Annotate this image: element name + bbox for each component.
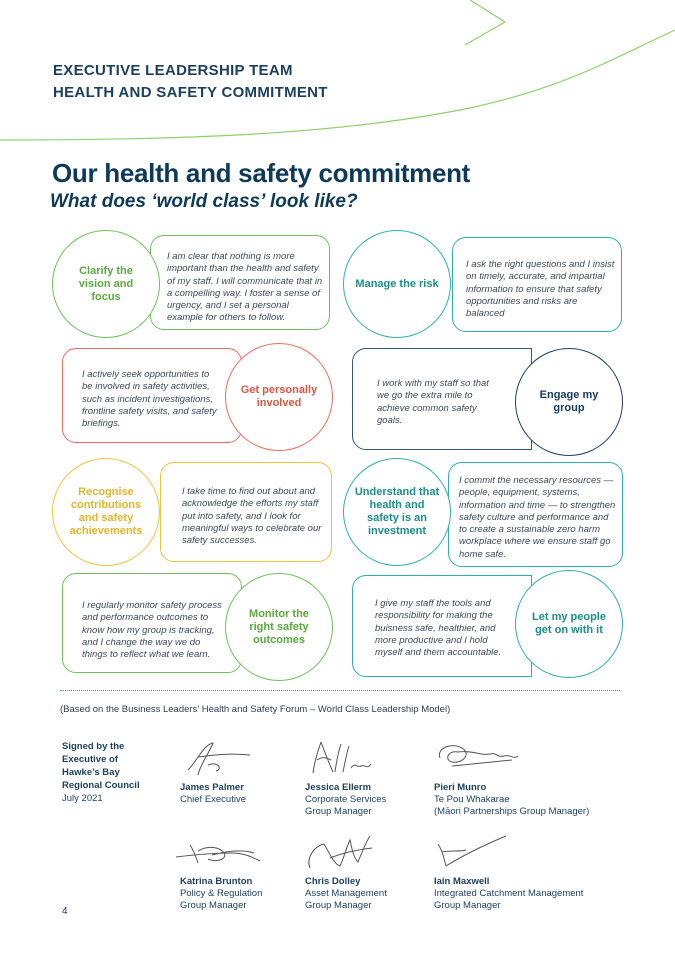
signature-jessica-ellerm	[312, 741, 372, 774]
signatory-jessica-ellerm: Jessica Ellerm Corporate Services Group …	[305, 782, 386, 818]
commitment-circle-involved: Get personally involved	[225, 343, 333, 451]
signatory-role: Te Pou Whakarae	[434, 794, 510, 805]
commitment-circle-monitor: Monitor the right safety outcomes	[225, 573, 333, 681]
signatory-katrina-brunton: Katrina Brunton Policy & Regulation Grou…	[180, 876, 262, 912]
commitment-circle-invest: Understand that health and safety is an …	[343, 458, 451, 566]
signed-line-2: Executive of	[62, 754, 118, 765]
signature-chris-dolley	[308, 835, 373, 869]
signed-by-block: Signed by the Executive of Hawke’s Bay R…	[62, 740, 140, 805]
signatory-role: Asset Management	[305, 888, 387, 899]
commitment-text-invest: I commit the necessary resources — peopl…	[459, 475, 616, 560]
header-line-2: HEALTH AND SAFETY COMMITMENT	[53, 84, 328, 101]
commitment-card-manage	[452, 237, 622, 332]
signed-line-4: Regional Council	[62, 780, 140, 791]
signed-line-1: Signed by the	[62, 741, 125, 752]
signatory-pieri-munro: Pieri Munro Te Pou Whakarae (Māori Partn…	[434, 782, 589, 818]
signatory-name: Jessica Ellerm	[305, 782, 372, 793]
commitment-card-engage	[352, 348, 532, 450]
signatory-role: Corporate Services	[305, 794, 387, 805]
signatory-role: Chief Executive	[180, 794, 247, 805]
signatory-name: Katrina Brunton	[180, 876, 253, 887]
commitment-text-clarify: I am clear that nothing is more importan…	[167, 251, 323, 324]
signatory-name: Pieri Munro	[434, 782, 487, 793]
commitment-card-involved	[62, 348, 242, 443]
commitment-card-empower	[352, 575, 532, 677]
signatory-iain-maxwell: Iain Maxwell Integrated Catchment Manage…	[434, 876, 583, 912]
commitment-card-recognise	[160, 462, 332, 562]
header-decoration	[0, 0, 675, 141]
commitment-text-empower: I give my staff the tools and responsibi…	[375, 598, 502, 659]
signatory-name: Chris Dolley	[305, 876, 361, 887]
commitment-circle-empower: Let my people get on with it	[515, 570, 623, 678]
header-line-1: EXECUTIVE LEADERSHIP TEAM	[53, 62, 293, 79]
signatory-role-2: Group Manager	[434, 900, 501, 911]
commitment-text-involved: I actively seek opportunities to be invo…	[82, 369, 217, 430]
commitment-circle-recognise: Recognise contributions and safety achie…	[52, 458, 160, 566]
signature-pieri-munro	[438, 745, 519, 767]
commitment-circle-manage: Manage the risk	[343, 230, 451, 338]
commitment-text-recognise: I take time to find out about and acknow…	[182, 486, 322, 547]
section-divider	[60, 690, 620, 691]
signature-katrina-brunton	[175, 844, 261, 864]
footnote: (Based on the Business Leaders’ Health a…	[60, 704, 451, 715]
commitment-circle-engage: Engage my group	[515, 348, 623, 456]
signatory-name: Iain Maxwell	[434, 876, 490, 887]
signatory-role-2: Group Manager	[305, 900, 372, 911]
commitment-text-engage: I work with my staff so that we go the e…	[377, 378, 489, 426]
signed-line-3: Hawke’s Bay	[62, 767, 120, 778]
commitment-circle-clarify: Clarify the vision and focus	[52, 230, 160, 338]
signatory-james-palmer: James Palmer Chief Executive	[180, 782, 246, 806]
signatory-role: Integrated Catchment Management	[434, 888, 584, 899]
signatory-role-2: (Māori Partnerships Group Manager)	[434, 806, 590, 817]
signatory-chris-dolley: Chris Dolley Asset Management Group Mana…	[305, 876, 387, 912]
signature-james-palmer	[187, 742, 251, 776]
page-subtitle: What does ‘world class’ look like?	[50, 191, 358, 212]
page-number: 4	[62, 906, 68, 917]
signatory-role-2: Group Manager	[305, 806, 372, 817]
commitment-card-clarify	[150, 235, 330, 330]
signatory-role: Policy & Regulation	[180, 888, 263, 899]
signed-date: July 2021	[62, 793, 103, 804]
signatory-name: James Palmer	[180, 782, 244, 793]
page-title: Our health and safety commitment	[52, 158, 471, 188]
commitment-card-monitor	[62, 573, 242, 673]
signatory-role-2: Group Manager	[180, 900, 247, 911]
commitment-text-monitor: I regularly monitor safety process and p…	[82, 600, 222, 661]
commitment-card-invest	[448, 462, 623, 567]
signature-iain-maxwell	[437, 835, 507, 867]
commitment-text-manage: I ask the right questions and I insist o…	[466, 259, 615, 320]
